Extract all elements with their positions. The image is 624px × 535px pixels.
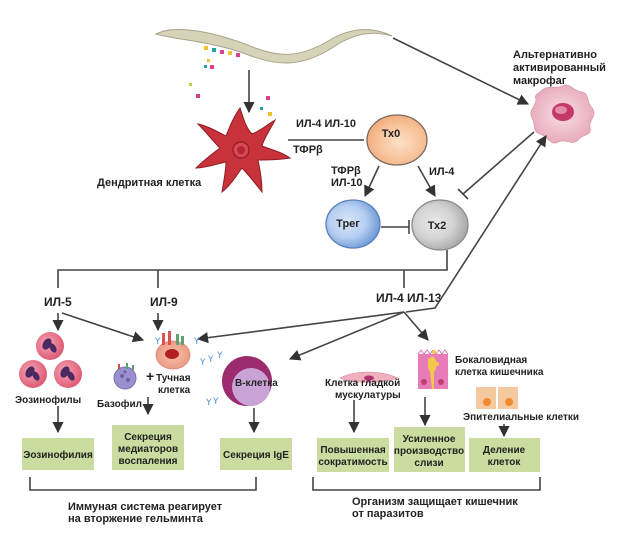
th2-output-bus	[57, 250, 448, 288]
goblet-label-2: клетка кишечника	[455, 367, 544, 378]
th0-label: Тх0	[382, 128, 401, 140]
svg-text:Y: Y	[193, 337, 200, 347]
outcome-text: сократимость	[318, 457, 387, 468]
left-group-bracket	[29, 477, 257, 491]
outcome-cell-division: Деление клеток	[469, 438, 540, 472]
plus-sign: +	[146, 368, 154, 384]
il4-il13-to-macrophage-arrow	[405, 135, 547, 313]
th0-cell: Тх0	[366, 114, 428, 166]
outcome-text: Эозинофилия	[23, 449, 93, 461]
outcome-text: Секреция IgE	[223, 450, 289, 461]
signal-tgfb: ТФРβ	[293, 144, 323, 156]
il5-to-mast-arrow	[61, 312, 145, 343]
outcome-text: Секреция	[124, 432, 172, 443]
outcome-text: клеток	[488, 457, 522, 468]
signal-il9: ИЛ-9	[150, 295, 178, 309]
basophil-cell	[113, 363, 137, 390]
outcome-text: Усиленное	[403, 434, 456, 445]
outcome-text: медиаторов	[118, 444, 178, 455]
treg-cell: Трег	[325, 199, 381, 249]
outcome-text: производство	[394, 446, 464, 457]
svg-text:Y: Y	[199, 358, 206, 368]
outcome-eosinophilia: Эозинофилия	[22, 438, 94, 470]
smooth-muscle-label-1: Клетка гладкой	[325, 378, 400, 389]
left-group-label-1: Иммуная система реагирует	[68, 501, 223, 513]
epithelial-label: Эпителиальные клетки	[463, 412, 579, 423]
helminth-worm	[154, 29, 393, 116]
svg-text:Y: Y	[216, 351, 223, 361]
epithelial-cells	[476, 387, 518, 409]
outcome-contractility: Повышенная сократимость	[317, 438, 389, 472]
th2-label: Тх2	[428, 220, 447, 232]
il4-il13-to-goblet-arrow	[403, 311, 429, 341]
b-cell-label: В-клетка	[235, 378, 278, 389]
right-group-label-2: от паразитов	[352, 508, 424, 520]
signal-il4: ИЛ-4	[429, 166, 455, 178]
th0-to-th2-arrow	[417, 165, 436, 197]
outcome-ige-secretion: Секреция IgE	[220, 438, 292, 470]
macrophage-cell	[530, 84, 595, 144]
mast-cell-label-2: клетка	[158, 385, 191, 396]
th2-cell: Тх2	[411, 199, 469, 251]
il4-il13-to-mast-arrow	[196, 311, 405, 344]
eosinophils-label: Эозинофилы	[15, 394, 81, 406]
th0-to-treg-arrow	[364, 165, 380, 198]
signal-il5: ИЛ-5	[44, 295, 72, 309]
outcome-mediator-secretion: Секреция медиаторов воспаления	[112, 425, 184, 470]
signal-il4-il13: ИЛ-4 ИЛ-13	[376, 291, 442, 305]
basophil-label: Базофил	[97, 398, 142, 410]
smooth-muscle-label-2: мускулатуры	[335, 390, 401, 401]
macrophage-inhibits-th2-line	[462, 131, 535, 195]
eosinophils	[19, 332, 82, 388]
macrophage-label-2: активированный	[513, 62, 606, 74]
outcome-text: Повышенная	[320, 445, 386, 456]
treg-label: Трег	[336, 218, 360, 230]
macrophage-label-3: макрофаг	[513, 75, 567, 87]
svg-text:Y: Y	[207, 355, 214, 365]
antigen-particles	[189, 46, 272, 116]
svg-text:Y: Y	[212, 397, 219, 407]
inhibition-bar-2	[457, 188, 469, 200]
outcome-text: Деление	[483, 445, 526, 456]
b-cell	[222, 356, 272, 406]
macrophage-label-1: Альтернативно	[513, 49, 597, 61]
signal-il4-il10: ИЛ-4 ИЛ-10	[296, 118, 356, 130]
dendritic-cell	[194, 106, 292, 194]
right-group-bracket	[312, 477, 541, 491]
svg-text:Y: Y	[154, 337, 161, 347]
dendritic-cell-label: Дендритная клетка	[97, 177, 202, 189]
il4-il13-to-bcell-arrow	[288, 311, 405, 361]
smooth-muscle-cell	[339, 371, 399, 383]
right-group-label-1: Организм защищает кишечник	[352, 496, 518, 508]
outcome-text: слизи	[414, 458, 443, 469]
outcome-mucus-production: Усиленное производство слизи	[394, 427, 465, 472]
svg-text:Y: Y	[205, 398, 212, 408]
goblet-cell	[417, 349, 449, 389]
mast-cell-label-1: Тучная	[156, 373, 191, 384]
worm-to-macrophage-arrow	[392, 37, 530, 105]
goblet-label-1: Бокаловидная	[455, 355, 527, 366]
signal-il10-2: ИЛ-10	[331, 177, 363, 189]
mast-cell: Y Y	[154, 331, 200, 370]
signal-tgfb-2: ТФРβ	[331, 165, 361, 177]
left-group-label-2: на вторжение гельминта	[68, 513, 204, 525]
outcome-text: воспаления	[119, 456, 178, 467]
